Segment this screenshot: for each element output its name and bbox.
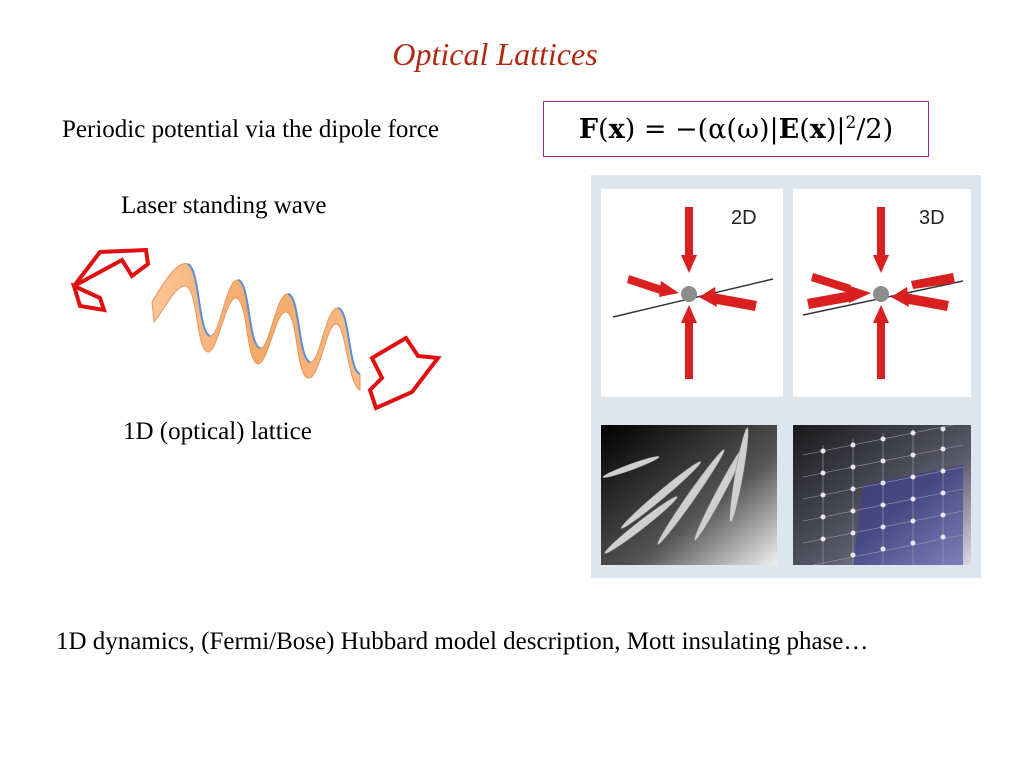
periodic-potential-text: Periodic potential via the dipole force	[62, 116, 439, 143]
formula-lhs: F(x)	[578, 113, 636, 145]
tubes-icon	[601, 425, 777, 565]
dipole-force-formula: F(x) = −(α(ω)|E(x)|2/2)	[543, 101, 929, 157]
formula-rhs: = −(α(ω)|E(x)|2/2)	[635, 113, 894, 145]
lattice-geometry-figure: 2D 3D	[591, 175, 981, 578]
panel-3d: 3D	[793, 189, 971, 397]
dot-lattice-icon	[793, 425, 971, 565]
lattice-label: 1D (optical) lattice	[123, 418, 312, 445]
panel-1d-tubes	[601, 425, 777, 565]
left-laser-arrow-icon	[72, 247, 151, 288]
wave-ribbon-icon	[151, 263, 361, 391]
panel-3d-lattice	[793, 425, 971, 565]
standing-wave-illustration	[70, 247, 442, 411]
standing-wave-label: Laser standing wave	[121, 192, 327, 219]
3d-laser-arrows-icon	[802, 207, 964, 379]
right-laser-arrow-icon	[367, 335, 442, 411]
slide-title: Optical Lattices	[392, 36, 598, 72]
panel-2d: 2D	[601, 189, 783, 397]
bottom-summary-text: 1D dynamics, (Fermi/Bose) Hubbard model …	[56, 628, 869, 655]
panel-2d-label: 2D	[731, 207, 757, 229]
2d-laser-arrows-icon	[612, 207, 774, 379]
panel-3d-label: 3D	[919, 207, 945, 229]
